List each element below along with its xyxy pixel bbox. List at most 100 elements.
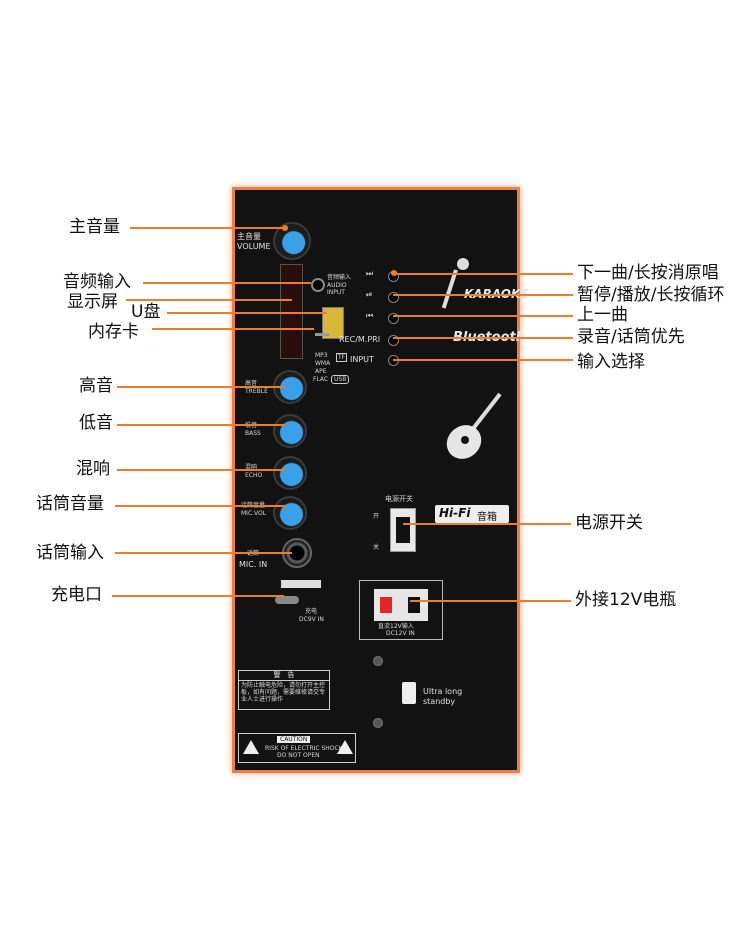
- label-usb-disk: U盘: [131, 302, 161, 322]
- label-memory-card: 内存卡: [88, 322, 139, 342]
- label-display: 显示屏: [67, 292, 118, 312]
- echo-cn: 混响: [245, 464, 258, 471]
- line-pause: [393, 294, 573, 296]
- dot-next: [391, 270, 397, 276]
- ultra-line1: Ultra long: [423, 687, 463, 696]
- format-mp3: MP3: [315, 352, 328, 359]
- mic-volume-knob[interactable]: [273, 496, 307, 530]
- line-input-select: [393, 359, 573, 361]
- label-treble: 高音: [79, 376, 113, 396]
- rec-label: REC/M.PRI: [339, 335, 381, 344]
- line-main-volume: [130, 227, 285, 229]
- line-memory-card: [152, 328, 314, 330]
- warning-title: 警 告: [239, 671, 329, 681]
- label-main-volume: 主音量: [69, 217, 120, 237]
- input-label: INPUT: [350, 355, 374, 364]
- audio-in-cn: 音频输入: [327, 274, 352, 281]
- bass-knob[interactable]: [273, 414, 307, 448]
- format-wma: WMA: [315, 360, 331, 367]
- tf-slot[interactable]: [315, 333, 329, 336]
- label-audio-input: 音频输入: [63, 272, 131, 292]
- power-switch-rocker: [396, 517, 410, 543]
- charge-sticker: [281, 580, 321, 588]
- terminal-plate: [374, 589, 428, 621]
- screw-top: [373, 656, 383, 666]
- line-mic-volume: [115, 505, 285, 507]
- line-power-switch: [403, 523, 571, 525]
- play-pause-button[interactable]: [388, 292, 399, 303]
- volume-cn: 主音量: [237, 232, 261, 241]
- ext-en: DC12V IN: [386, 630, 415, 637]
- charge-cn: 充电: [305, 608, 318, 615]
- format-flac: FLAC: [313, 376, 329, 383]
- label-charge-port: 充电口: [51, 585, 102, 605]
- micvol-en: MIC.VOL: [241, 510, 267, 517]
- prev-button[interactable]: [388, 313, 399, 324]
- audio-in-en2: INPUT: [327, 289, 345, 296]
- line-usb: [167, 312, 327, 314]
- line-display: [126, 299, 292, 301]
- ultra-line2: standby: [423, 697, 456, 706]
- echo-en: ECHO: [245, 472, 263, 479]
- next-icon: ⏭: [366, 269, 374, 278]
- audio-input-jack[interactable]: [311, 278, 325, 292]
- power-off-label: 关: [373, 544, 380, 551]
- display-screen: [280, 264, 303, 359]
- label-mic-volume: 话筒音量: [36, 494, 104, 514]
- battery-icon: [402, 682, 416, 704]
- label-mic-input: 话筒输入: [36, 543, 104, 563]
- audio-in-en1: AUDIO: [327, 282, 347, 289]
- label-echo: 混响: [76, 459, 110, 479]
- label-prev: 上一曲: [577, 305, 628, 325]
- caution-text1: RISK OF ELECTRIC SHOCK: [265, 745, 343, 752]
- treble-en: TREBLE: [245, 388, 268, 395]
- power-cn: 电源开关: [385, 495, 413, 503]
- line-next: [393, 273, 573, 275]
- rec-button[interactable]: [388, 335, 399, 346]
- label-bass: 低音: [79, 413, 113, 433]
- prev-icon: ⏮: [366, 311, 374, 320]
- guitar-icon: [446, 392, 502, 459]
- warning-triangle-icon: [243, 740, 259, 754]
- line-treble: [117, 386, 285, 388]
- line-audio-input: [143, 282, 311, 284]
- line-charge-port: [112, 595, 284, 597]
- format-ape: APE: [315, 368, 327, 375]
- label-external-battery: 外接12V电瓶: [575, 590, 677, 610]
- line-mic-input: [115, 552, 292, 554]
- hifi-cn: 音箱: [477, 512, 497, 523]
- line-record: [393, 337, 573, 339]
- line-external-battery: [410, 600, 571, 602]
- tf-label: TF: [336, 353, 348, 362]
- usb-label: USB: [331, 375, 350, 384]
- label-next: 下一曲/长按消原唱: [577, 263, 719, 283]
- microphone-handle: [441, 269, 458, 309]
- label-pause: 暂停/播放/长按循环: [577, 285, 725, 305]
- bass-en: BASS: [245, 430, 261, 437]
- ext-cn: 直流12V输入: [378, 623, 414, 630]
- microphone-icon: [457, 258, 469, 270]
- warning-text: 为防止触电危险，请勿打开主控板，如有问题，需要维修请交专业人士进行操作: [241, 682, 326, 703]
- line-bass: [117, 424, 285, 426]
- warning-box: 警 告 为防止触电危险，请勿打开主控板，如有问题，需要维修请交专业人士进行操作: [238, 670, 330, 710]
- caution-box: CAUTION RISK OF ELECTRIC SHOCK DO NOT OP…: [238, 733, 356, 763]
- hifi-text: Hi-Fi: [439, 506, 471, 520]
- usb-disk[interactable]: [322, 307, 344, 339]
- echo-knob[interactable]: [273, 456, 307, 490]
- screw-bottom: [373, 718, 383, 728]
- line-prev: [393, 315, 573, 317]
- play-pause-icon: ⏯: [366, 290, 373, 299]
- hifi-badge: Hi-Fi 音箱: [435, 505, 509, 523]
- charge-port[interactable]: [275, 596, 299, 604]
- line-echo: [117, 469, 285, 471]
- volume-en: VOLUME: [237, 242, 271, 251]
- terminal-red[interactable]: [380, 597, 392, 613]
- power-on-label: 开: [373, 513, 380, 520]
- power-switch[interactable]: [390, 508, 416, 552]
- lightning-triangle-icon: [337, 740, 353, 754]
- label-input-select: 输入选择: [577, 352, 645, 372]
- caution-label: CAUTION: [277, 736, 311, 743]
- label-power-switch: 电源开关: [575, 513, 643, 533]
- label-record: 录音/话筒优先: [577, 327, 685, 347]
- dc-label: DC9V IN: [299, 616, 324, 623]
